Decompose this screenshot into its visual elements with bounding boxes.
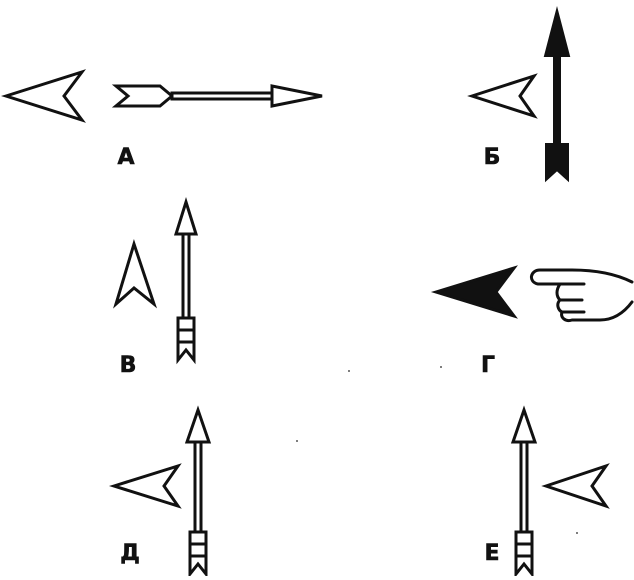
- chevron-left-icon: [1, 69, 87, 123]
- panel-a: [1, 69, 323, 123]
- panel-e: [510, 405, 610, 579]
- panel-g: [430, 265, 634, 322]
- speck: [296, 440, 298, 442]
- speck: [576, 532, 578, 534]
- pointing-hand-icon: [530, 268, 634, 322]
- panel-label-g: Г: [480, 353, 496, 378]
- arrow-up-filled-icon: [543, 6, 571, 183]
- panel-label-a: А: [117, 145, 135, 170]
- arrow-right-icon: [111, 84, 323, 108]
- panel-label-v: В: [119, 353, 137, 378]
- chevron-left-icon: [467, 73, 538, 119]
- panel-label-b: Б: [483, 145, 501, 170]
- chevron-left-icon: [541, 463, 610, 509]
- panel-d: [108, 405, 212, 579]
- chevron-left-filled-icon: [430, 265, 518, 319]
- panel-v: [113, 196, 199, 365]
- arrow-up-icon: [510, 405, 538, 579]
- panel-b: [467, 6, 571, 183]
- panel-label-e: Е: [484, 541, 500, 566]
- chevron-up-icon: [113, 239, 158, 309]
- chevron-left-icon: [108, 463, 182, 509]
- arrow-up-icon: [184, 405, 212, 579]
- arrow-up-icon: [173, 196, 199, 365]
- panel-label-d: Д: [120, 541, 140, 566]
- speck: [440, 366, 442, 368]
- speck: [348, 370, 350, 372]
